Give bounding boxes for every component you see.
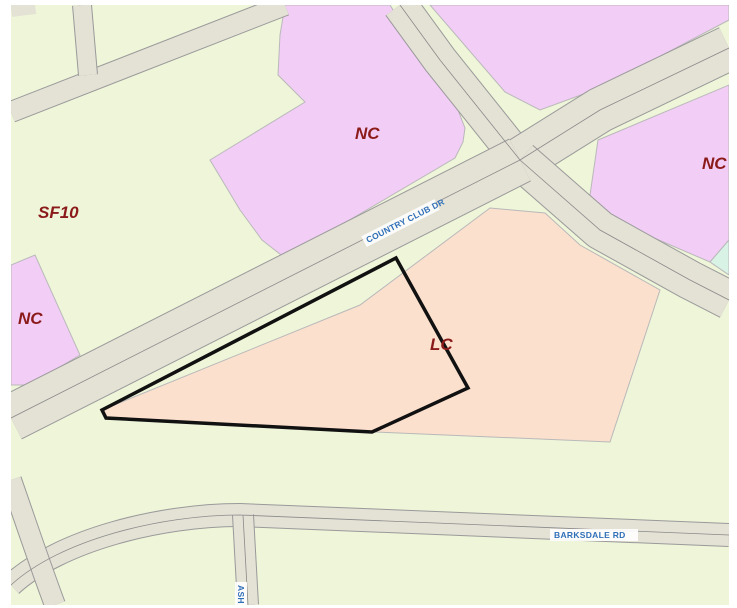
zone-lc[interactable]	[101, 207, 661, 443]
map-canvas[interactable]: NC NC SF10 NC LC COUNTRY CLUB DR BARKSDA…	[11, 5, 729, 605]
zone-label-nc-left: NC	[18, 309, 43, 328]
zone-label-sf10: SF10	[38, 203, 79, 222]
zone-label-lc: LC	[430, 335, 453, 354]
road-label-barksdale-rd: BARKSDALE RD	[554, 530, 626, 540]
zoning-map[interactable]: NC NC SF10 NC LC COUNTRY CLUB DR BARKSDA…	[11, 5, 729, 605]
zone-label-nc-top: NC	[355, 124, 380, 143]
zone-other-right	[709, 239, 729, 276]
zone-label-nc-right: NC	[702, 154, 727, 173]
road-network	[11, 5, 729, 605]
subject-parcel-outline[interactable]	[99, 255, 471, 434]
road-label-ash: ASH	[236, 585, 246, 604]
